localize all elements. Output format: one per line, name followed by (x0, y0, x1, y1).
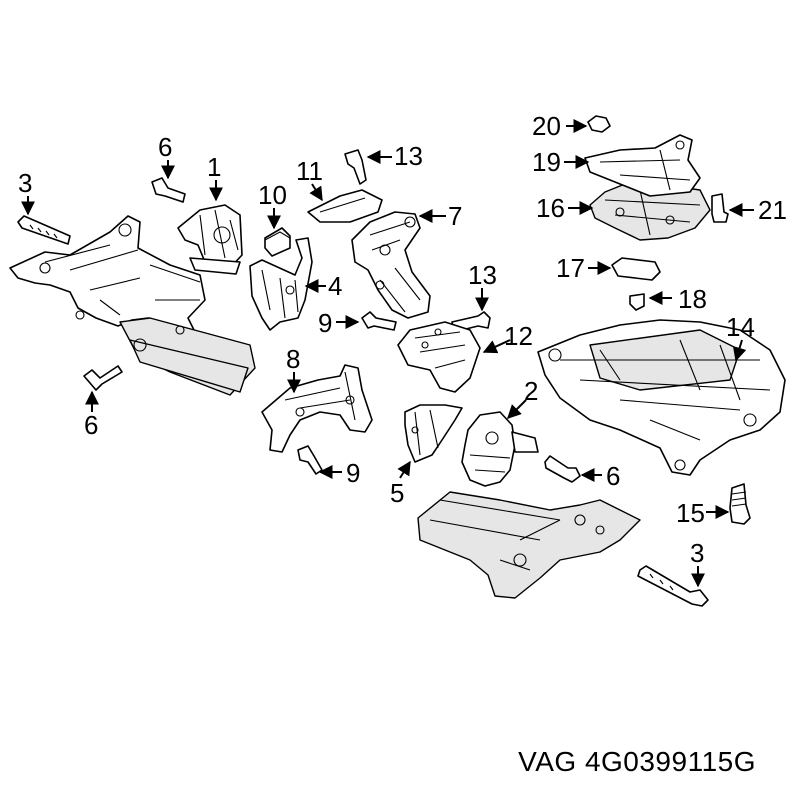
bolt-9-lower (297, 445, 323, 475)
callout-8: 8 (286, 344, 300, 374)
transmission-mount-2 (461, 411, 539, 487)
plate-17 (611, 257, 661, 281)
bolt-9-center (361, 311, 397, 331)
mount-bracket-19 (584, 134, 701, 197)
left-subframe (9, 215, 256, 396)
brand-label: VAG (518, 746, 577, 777)
bracket-8 (261, 364, 373, 453)
buffer-10 (264, 227, 291, 257)
callout-5: 5 (390, 478, 404, 508)
bolt-21 (711, 193, 729, 223)
bolt-13-upper (344, 149, 367, 185)
callout-16: 16 (536, 193, 565, 223)
engine-mount-1 (177, 204, 243, 275)
callout-12: 12 (504, 321, 533, 351)
heat-shield-11 (307, 189, 383, 223)
callout-13-upper: 13 (394, 141, 423, 171)
callout-3-lower: 3 (690, 538, 704, 568)
crossmember-14 (537, 319, 786, 476)
bracket-5 (404, 404, 463, 463)
bolt-15 (729, 483, 751, 525)
callout-4: 4 (328, 271, 342, 301)
lower-subframe-section (417, 491, 641, 599)
callouts: 3 6 1 10 11 13 7 4 9 13 12 8 9 6 5 2 6 3… (18, 111, 787, 568)
bracket-7 (351, 211, 431, 319)
callout-21: 21 (758, 195, 787, 225)
callout-1: 1 (207, 152, 221, 182)
callout-18: 18 (678, 284, 707, 314)
bolt-3-left (17, 215, 71, 245)
bolt-6-left-lower (83, 365, 123, 391)
callout-14: 14 (726, 312, 755, 342)
callout-9-lower: 9 (346, 458, 360, 488)
callout-11: 11 (296, 156, 323, 186)
callout-15: 15 (676, 498, 705, 528)
callout-2: 2 (524, 376, 538, 406)
callout-7: 7 (448, 201, 462, 231)
leader-lines (21, 119, 754, 588)
callout-10: 10 (258, 180, 287, 210)
callout-6-left-lower: 6 (84, 410, 98, 440)
bolt-3-lower (637, 565, 709, 607)
callout-13-lower: 13 (468, 260, 497, 290)
callout-6-upper: 6 (158, 132, 172, 162)
bolt-6-upper (151, 177, 186, 203)
bolt-6-right (544, 455, 581, 483)
callout-19: 19 (532, 147, 561, 177)
callout-20: 20 (532, 111, 561, 141)
bolt-18 (629, 293, 645, 311)
callout-9-center: 9 (318, 308, 332, 338)
callout-3-left: 3 (18, 168, 32, 198)
nut-20 (587, 115, 611, 133)
callout-6-right: 6 (606, 461, 620, 491)
heat-shield-12 (397, 321, 481, 393)
callout-17: 17 (556, 253, 585, 283)
part-number-caption: VAG 4G0399115G (518, 746, 756, 778)
part-number: 4G0399115G (584, 746, 756, 777)
